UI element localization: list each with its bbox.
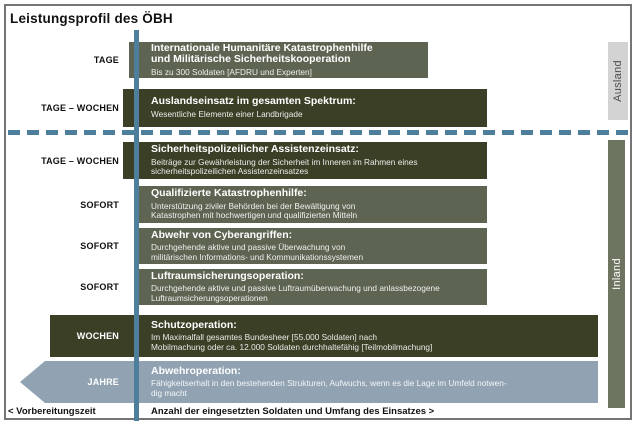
diagram-border xyxy=(4,4,632,420)
operation-title: Internationale Humanitäre Katastrophenhi… xyxy=(151,41,373,66)
soldiers-amount-axis-label: Anzahl der eingesetzten Soldaten und Umf… xyxy=(151,406,435,417)
prep-time-label-3: TAGE – WOCHEN xyxy=(41,155,119,166)
operation-bar-4: Qualifizierte Katastrophenhilfe:Unterstü… xyxy=(134,186,487,223)
operation-subtitle: Fähigkeitserhalt in den bestehenden Stru… xyxy=(151,378,507,398)
prep-time-label-8: JAHRE xyxy=(87,377,119,387)
prep-time-label-2: TAGE – WOCHEN xyxy=(41,103,119,113)
operation-title: Sicherheitspolizeilicher Assistenzeinsat… xyxy=(151,143,359,156)
operation-bar-7: Schutzoperation:Im Maximalfall gesamtes … xyxy=(50,315,598,357)
operation-bar-8: Abwehroperation:Fähigkeitserhalt in den … xyxy=(20,361,598,403)
operation-subtitle: Durchgehende aktive und passive Überwach… xyxy=(151,242,364,262)
prep-time-label-4: SOFORT xyxy=(80,199,119,210)
ausland-inland-divider xyxy=(8,130,631,135)
operation-bar-1: Internationale Humanitäre Katastrophenhi… xyxy=(129,42,428,78)
operation-title: Abwehr von Cyberangriffen: xyxy=(151,228,293,241)
ausland-region-label: Ausland xyxy=(608,42,628,120)
inland-label-text: Inland xyxy=(610,258,623,290)
operation-subtitle: Bis zu 300 Soldaten [AFDRU und Experten] xyxy=(151,66,312,77)
operation-subtitle: Wesentliche Elemente einer Landbrigade xyxy=(151,108,303,119)
operation-bar-6: Luftraumsicherungsoperation:Durchgehende… xyxy=(134,269,487,305)
preparation-time-axis-line xyxy=(134,30,139,421)
operation-title: Auslandseinsatz im gesamten Spektrum: xyxy=(151,95,356,108)
operation-subtitle: Beiträge zur Gewährleistung der Sicherhe… xyxy=(151,156,418,177)
operation-subtitle: Im Maximalfall gesamtes Bundesheer [55.0… xyxy=(151,332,433,352)
operation-title: Luftraumsicherungsoperation: xyxy=(151,269,304,282)
operation-subtitle: Durchgehende aktive und passive Luftraum… xyxy=(151,283,440,303)
prep-time-label-7: WOCHEN xyxy=(76,331,119,341)
preparation-time-axis-label: < Vorbereitungszeit xyxy=(8,406,96,417)
ausland-label-text: Ausland xyxy=(612,60,625,102)
operation-subtitle: Unterstützung ziviler Behörden bei der B… xyxy=(151,200,358,221)
operation-bar-5: Abwehr von Cyberangriffen:Durchgehende a… xyxy=(134,228,487,264)
inland-region-label: Inland xyxy=(608,140,625,408)
page-title: Leistungsprofil des ÖBH xyxy=(10,11,173,26)
operation-title: Schutzoperation: xyxy=(151,318,237,331)
operation-title: Qualifizierte Katastrophenhilfe: xyxy=(151,187,307,200)
operation-title: Abwehroperation: xyxy=(151,364,241,377)
prep-time-label-6: SOFORT xyxy=(80,282,119,292)
operation-bar-3: Sicherheitspolizeilicher Assistenzeinsat… xyxy=(123,142,487,179)
prep-time-label-5: SOFORT xyxy=(80,241,119,251)
prep-time-label-1: TAGE xyxy=(93,55,119,65)
operation-bar-2: Auslandseinsatz im gesamten Spektrum:Wes… xyxy=(123,89,487,127)
